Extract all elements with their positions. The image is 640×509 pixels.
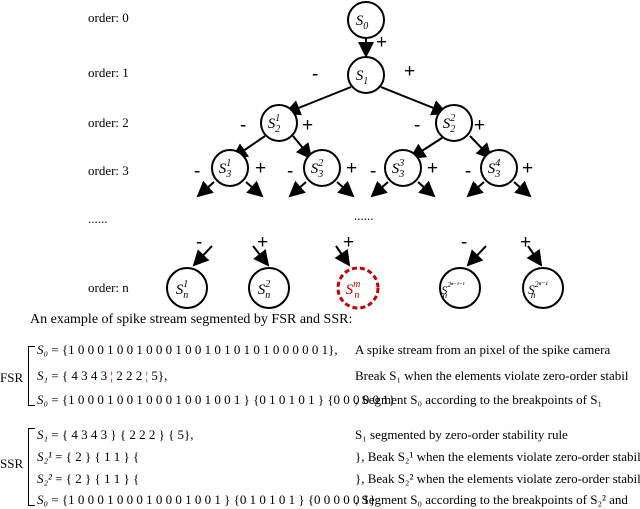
node-s3a bbox=[211, 149, 249, 187]
edge-s3b-down-r bbox=[336, 180, 355, 198]
edge-into-sn3 bbox=[466, 245, 487, 267]
fsr-row-2: S₁ = { 4 3 4 3 ¦ 2 2 2 ¦ 5}, bbox=[37, 368, 168, 383]
edge-s3c-down-r bbox=[417, 180, 436, 198]
sign-plus: + bbox=[346, 158, 357, 179]
node-s3b bbox=[303, 149, 341, 187]
edge-s3d-down-r bbox=[513, 180, 532, 198]
sign-plus: + bbox=[474, 115, 485, 136]
ssr-row-3: S₂² = { 2 } { 1 1 } { bbox=[37, 471, 140, 486]
fsr-brace bbox=[28, 346, 35, 406]
sign-plus: + bbox=[520, 232, 531, 253]
sign-plus: + bbox=[255, 158, 266, 179]
sign-minus: - bbox=[461, 232, 467, 253]
ssr-row-4: S₀ = {1 0 0 0 1 0 0 0 1 0 0 0 1 0 0 1 } … bbox=[37, 492, 376, 507]
node-sn3 bbox=[439, 267, 481, 309]
ssr-row-1: S₁ = { 4 3 4 3 } { 2 2 2 } { 5}, bbox=[37, 427, 194, 442]
node-s0-label: S0 bbox=[356, 13, 369, 32]
ssr-row-2: S₂¹ = { 2 } { 1 1 } { bbox=[37, 449, 140, 464]
edge-s3a-down-l bbox=[196, 180, 215, 198]
tree-nodes bbox=[166, 1, 564, 310]
breakpoint-marker: ¦ bbox=[110, 368, 113, 383]
order-label-0: order: 0 bbox=[88, 10, 129, 25]
fsr-desc-2: Break S₁ when the elements violate zero-… bbox=[355, 368, 629, 383]
edge-s1-s2a bbox=[284, 86, 352, 116]
fsr-desc-1: A spike stream from an pixel of the spik… bbox=[355, 342, 611, 357]
sign-plus: + bbox=[257, 232, 268, 253]
node-snm bbox=[336, 266, 380, 310]
tree-ellipsis: ...... bbox=[354, 208, 374, 223]
sign-minus: - bbox=[287, 161, 293, 182]
sign-minus: - bbox=[194, 161, 200, 182]
node-s0 bbox=[347, 1, 385, 39]
order-label-3: order: 3 bbox=[88, 163, 129, 178]
ssr-brace bbox=[28, 428, 35, 506]
node-s3c bbox=[384, 149, 422, 187]
edge-s3a-down-r bbox=[245, 180, 264, 198]
sign-minus: - bbox=[414, 115, 420, 136]
sign-plus: + bbox=[522, 158, 533, 179]
fsr-desc-3: , Segment S₀ according to the breakpoint… bbox=[355, 392, 602, 407]
edge-s3c-down-l bbox=[370, 180, 389, 198]
edge-s3b-down-l bbox=[288, 180, 307, 198]
node-sn4 bbox=[522, 267, 564, 309]
sign-plus: + bbox=[302, 115, 313, 136]
ssr-desc-4: , Segment S₀ according to the breakpoint… bbox=[355, 492, 628, 507]
sign-plus: + bbox=[404, 61, 415, 82]
edge-into-sn2 bbox=[252, 245, 270, 267]
node-s2a bbox=[260, 104, 298, 142]
node-sn1 bbox=[166, 267, 208, 309]
sign-minus: - bbox=[312, 64, 318, 85]
node-s1-label: S1 bbox=[356, 68, 369, 87]
ssr-desc-3: }, Beak S₂² when the elements violate ze… bbox=[355, 471, 640, 486]
sign-minus: - bbox=[370, 161, 376, 182]
order-label-ellipsis: ...... bbox=[88, 211, 108, 226]
fsr-label: FSR bbox=[0, 370, 24, 385]
node-s1 bbox=[347, 56, 385, 94]
sign-plus: + bbox=[343, 232, 354, 253]
node-sn2 bbox=[248, 267, 290, 309]
node-s3d bbox=[480, 149, 518, 187]
order-label-1: order: 1 bbox=[88, 65, 129, 80]
sign-minus: - bbox=[240, 115, 246, 136]
sign-plus: + bbox=[376, 32, 387, 53]
order-label-n: order: n bbox=[88, 280, 129, 295]
segmentation-caption: An example of spike stream segmented by … bbox=[30, 312, 353, 327]
edge-into-sn1 bbox=[192, 245, 213, 267]
ssr-label: SSR bbox=[0, 456, 24, 471]
fsr-row-3: S₀ = {1 0 0 0 1 0 0 1 0 0 0 1 0 0 1 0 0 … bbox=[37, 392, 396, 407]
node-s2b bbox=[435, 104, 473, 142]
edge-into-snm bbox=[334, 245, 351, 267]
breakpoint-marker: ¦ bbox=[145, 368, 149, 383]
edge-s2a-s3b bbox=[292, 135, 313, 160]
fsr-row-1: S₀ = {1 0 0 0 1 0 0 1 0 0 0 1 0 0 1 0 1 … bbox=[37, 342, 338, 357]
edge-into-sn4 bbox=[526, 245, 543, 267]
edge-s1-s2b bbox=[380, 86, 448, 116]
ssr-desc-2: }, Beak S₂¹ when the elements violate ze… bbox=[355, 449, 640, 464]
sign-minus: - bbox=[196, 232, 202, 253]
tree-edges bbox=[192, 38, 543, 267]
order-label-2: order: 2 bbox=[88, 115, 129, 130]
edge-s2b-s3c bbox=[409, 135, 446, 160]
edge-s3d-down-l bbox=[466, 180, 485, 198]
sign-minus: - bbox=[465, 161, 471, 182]
sign-plus: + bbox=[427, 158, 438, 179]
ssr-desc-1: S₁ segmented by zero-order stability rul… bbox=[355, 427, 568, 442]
